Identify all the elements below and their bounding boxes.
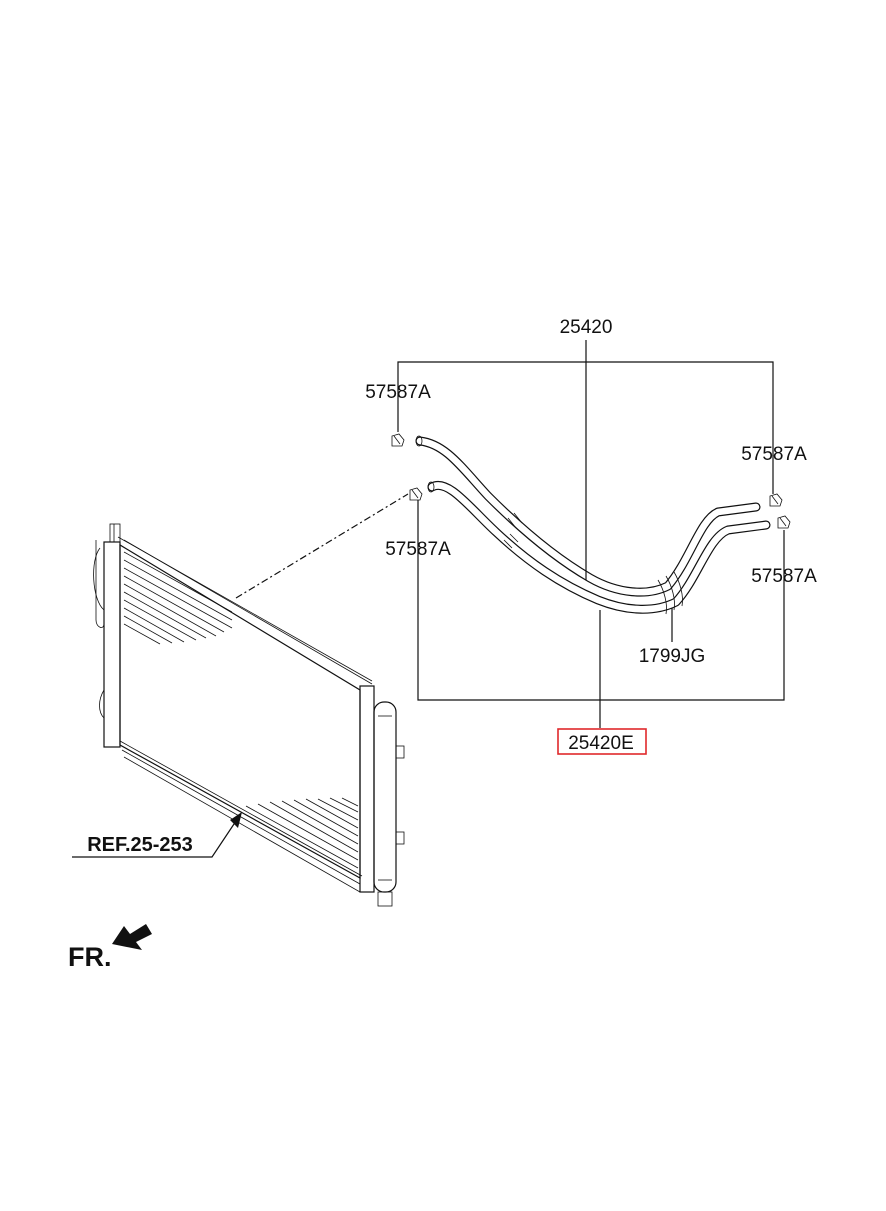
cooler-hose-assembly [415, 435, 771, 614]
band-clamp [657, 571, 683, 615]
condenser-icon [93, 523, 405, 907]
label-clamp-top-right[interactable]: 57587A [741, 444, 807, 465]
hose-clamp-icon [777, 515, 791, 529]
leader-lines [72, 340, 785, 858]
hose-clamp-icon [409, 487, 423, 501]
front-arrow-icon [112, 924, 152, 950]
label-clamp-bottom-right[interactable]: 57587A [751, 566, 817, 587]
label-hose-highlighted[interactable]: 25420E [568, 733, 634, 754]
hose-clamp-icon [391, 433, 405, 447]
label-clamp-mid-left[interactable]: 57587A [385, 539, 451, 560]
highlight-box [557, 728, 647, 755]
label-band-clamp[interactable]: 1799JG [639, 646, 706, 667]
hose-clamp-icon [769, 493, 783, 507]
label-clamp-top-left[interactable]: 57587A [365, 382, 431, 403]
label-front: FR. [68, 942, 112, 972]
label-pipe-assembly[interactable]: 25420 [560, 317, 613, 338]
label-reference[interactable]: REF.25-253 [87, 834, 193, 856]
